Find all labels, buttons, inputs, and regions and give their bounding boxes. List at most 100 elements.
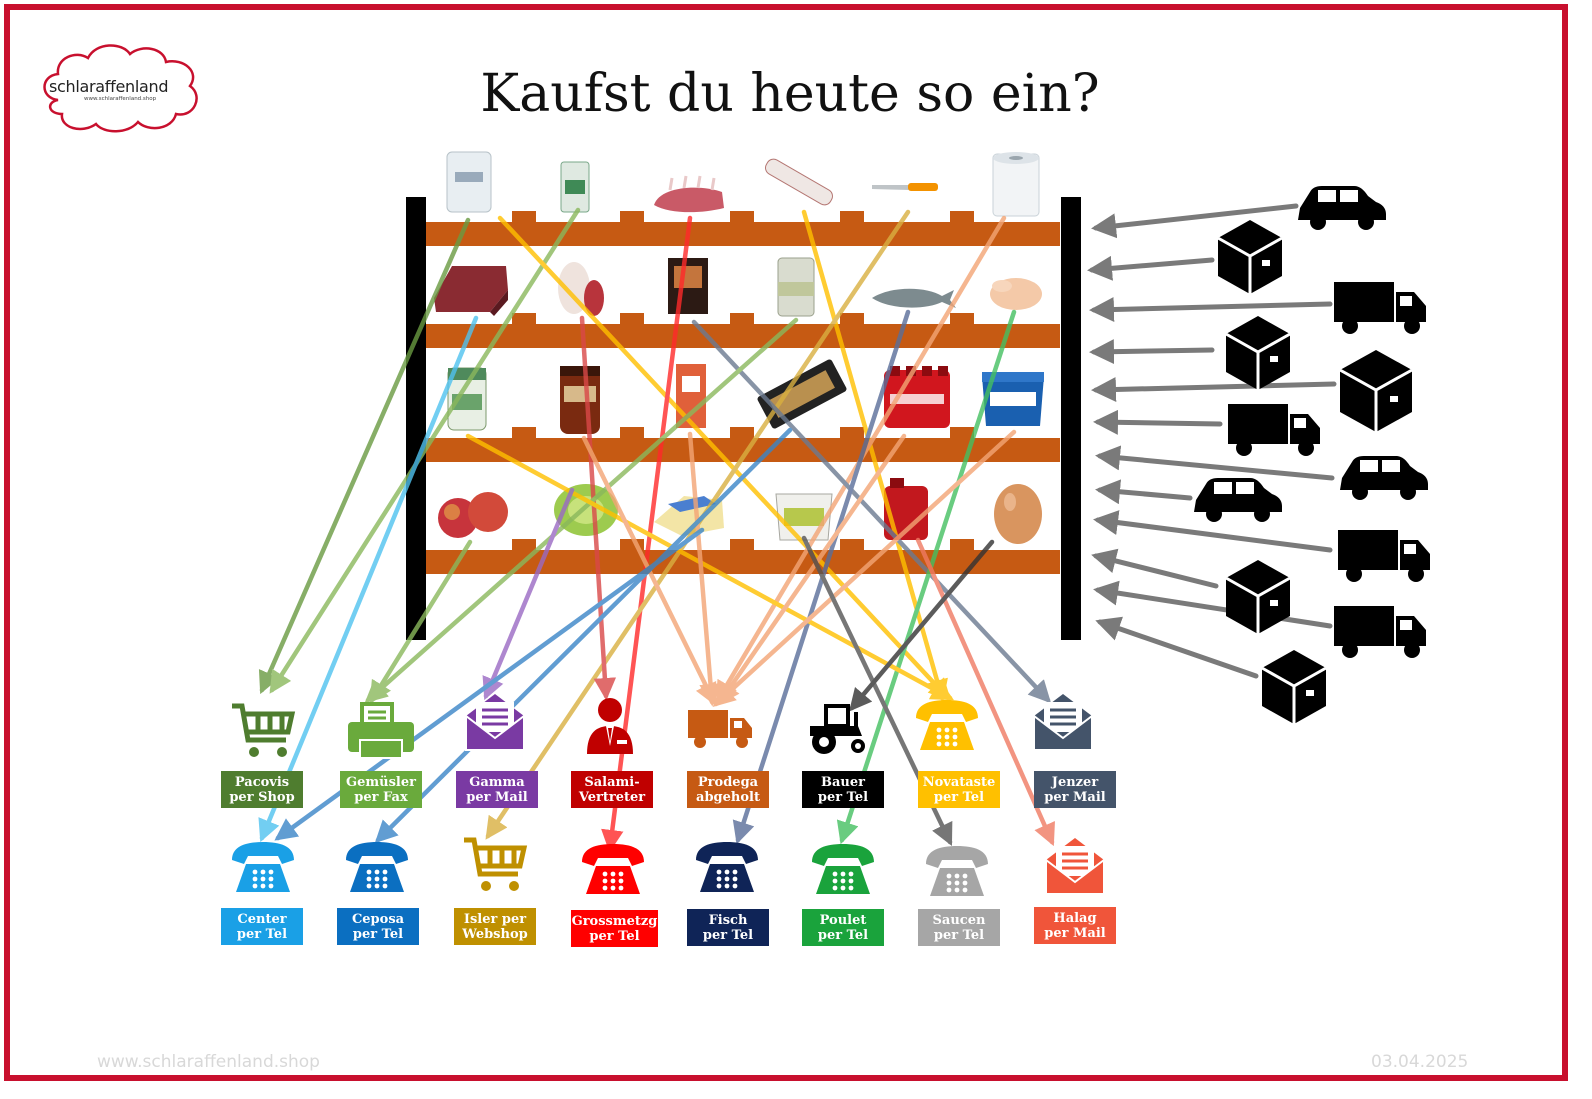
- arrow-herb-to-novataste: [465, 433, 954, 701]
- fax-icon: [348, 702, 414, 759]
- arrow-bucket-to-prodega: [712, 429, 1017, 708]
- arrow-can-to-gemuesler: [364, 317, 799, 703]
- cola-pack-icon: [884, 366, 950, 428]
- sauce-jar-icon: [560, 366, 600, 434]
- phone-icon: [916, 700, 978, 750]
- truck-icon: [1334, 282, 1426, 334]
- phone-icon: [582, 844, 644, 894]
- arrow-roller-to-novataste: [801, 209, 948, 703]
- delivery-arrow: [1091, 548, 1219, 589]
- arrow-spice-to-prodega: [687, 431, 722, 707]
- mail-icon: [1045, 838, 1105, 895]
- phone-icon: [346, 842, 408, 892]
- arrow-lettuce-to-gamma: [482, 487, 575, 701]
- mail-icon: [465, 694, 525, 751]
- logo-name: schlaraffenland: [49, 77, 169, 96]
- delivery-arrow: [1093, 580, 1333, 629]
- tin-can-icon: [777, 257, 815, 317]
- arrow-beef-to-center: [258, 315, 479, 843]
- apples-icon: [438, 492, 508, 538]
- egg-icon: [994, 484, 1042, 544]
- arrow-cola-to-prodega: [717, 433, 907, 706]
- knife-icon: [872, 183, 938, 191]
- delivery-arrow: [1093, 409, 1223, 435]
- delivery-arrow: [1091, 203, 1299, 239]
- cheese-icon: [654, 496, 724, 536]
- delivery-arrow: [1095, 616, 1259, 679]
- logo-url: www.schlaraffenland.shop: [84, 96, 157, 102]
- phone-icon: [926, 846, 988, 896]
- car-icon: [1194, 478, 1282, 522]
- delivery-arrow: [1095, 445, 1335, 481]
- paint-roller-icon: [765, 158, 833, 206]
- dried-beef-icon: [434, 266, 508, 316]
- supplier-label-salami: Salami-Vertreter: [571, 771, 653, 808]
- arrow-flour-to-pacovis: [269, 207, 581, 694]
- delivery-arrow: [1091, 376, 1337, 402]
- arrow-apples-to-gemuesler: [369, 539, 473, 704]
- arrow-salt-to-pacovis: [258, 217, 471, 695]
- shelf-board-1: [424, 222, 1060, 246]
- shelf-board-4: [424, 550, 1060, 574]
- package-icon: [1217, 220, 1283, 294]
- salesman-icon: [587, 698, 633, 754]
- arrow-fishtray-to-ceposa: [374, 427, 793, 844]
- delivery-arrow: [1089, 339, 1215, 365]
- package-icon: [1225, 316, 1291, 390]
- bucket-icon: [982, 372, 1044, 426]
- shopping-cart-icon: [464, 837, 528, 891]
- terrine-icon: [668, 258, 708, 314]
- package-icon: [1261, 650, 1327, 724]
- delivery-arrow: [1093, 510, 1333, 553]
- sausage-icon: [558, 262, 604, 316]
- car-icon: [1298, 186, 1386, 230]
- logo-cloud-icon: [43, 44, 198, 133]
- arrow-salt-to-novataste: [497, 215, 952, 702]
- shelf-post-right: [1061, 197, 1081, 640]
- arrow-canister-to-halag: [915, 537, 1055, 847]
- flour-bag-icon: [560, 161, 590, 213]
- shelf-boards: [424, 211, 1060, 574]
- arrow-chicken-to-poulet: [836, 309, 1017, 845]
- shelf-board-2: [424, 324, 1060, 348]
- truck-icon: [1228, 404, 1320, 456]
- phone-icon: [232, 842, 294, 892]
- delivery-arrow: [1087, 255, 1215, 281]
- spice-pack-icon: [676, 364, 706, 428]
- plastic-pail-icon: [775, 493, 833, 541]
- truck-icon: [1334, 606, 1426, 658]
- car-icon: [1340, 456, 1428, 500]
- footer-url: www.schlaraffenland.shop: [97, 1052, 320, 1072]
- phone-icon: [812, 844, 874, 894]
- package-icon: [1225, 560, 1291, 634]
- mail-icon: [1033, 694, 1093, 751]
- arrow-terrine-to-jenzer: [691, 319, 1052, 704]
- shopping-cart-icon: [232, 703, 296, 757]
- lamb-rack-icon: [654, 175, 724, 213]
- package-icon: [1339, 350, 1413, 432]
- trout-icon: [872, 288, 956, 308]
- page-title: Kaufst du heute so ein?: [480, 64, 1100, 124]
- footer-date: 03.04.2025: [1371, 1052, 1469, 1072]
- salt-bag-icon: [446, 151, 492, 213]
- truck-icon: [1338, 530, 1430, 582]
- shelf-post-left: [406, 197, 426, 640]
- phone-icon: [696, 842, 758, 892]
- arrow-egg-to-bauer: [849, 539, 995, 712]
- paper-roll-icon: [992, 152, 1040, 217]
